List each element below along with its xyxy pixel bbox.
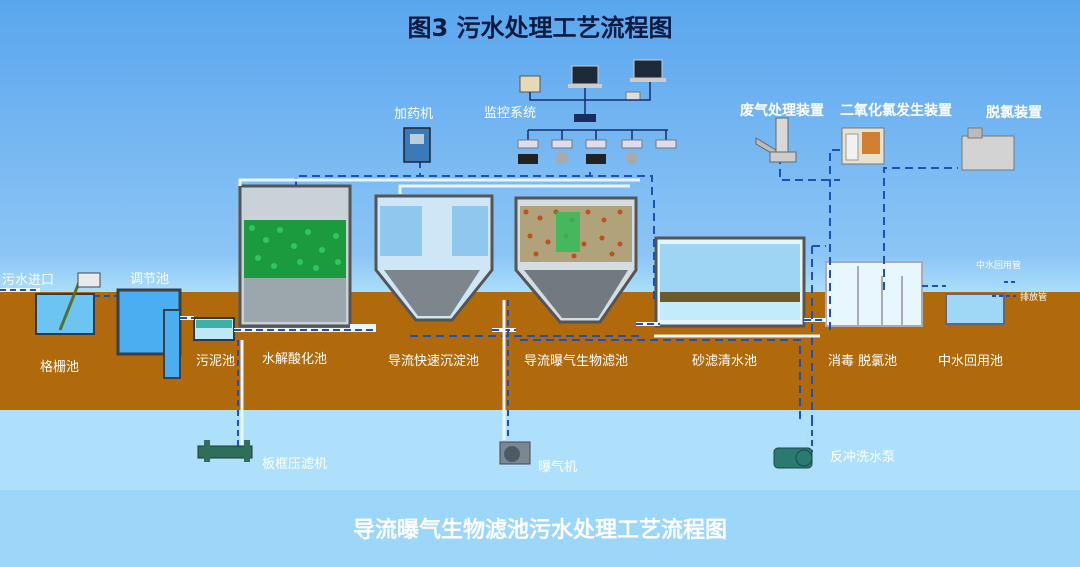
label-dechlorination: 脱氯装置: [986, 105, 1042, 121]
sand-filter-tank: [654, 236, 806, 328]
dechlorination-device: [961, 127, 1015, 171]
label-sedimentation-tank: 导流快速沉淀池: [388, 354, 480, 369]
label-exhaust: 废气处理装置: [740, 103, 824, 119]
sedimentation-tank: [374, 194, 494, 322]
monitor-system: [517, 59, 677, 164]
page-title: 图3 污水处理工艺流程图: [407, 14, 673, 42]
label-baf-tank: 导流曝气生物滤池: [524, 354, 629, 369]
adjust-tank: [116, 288, 182, 379]
label-monitor: 监控系统: [484, 106, 537, 121]
light-pipes: [238, 178, 820, 338]
disinfect-tank: [825, 261, 923, 327]
hydrolysis-tank: [238, 184, 352, 328]
filter-press: [197, 440, 253, 462]
label-dosing: 加药机: [394, 107, 434, 122]
diagram-subtitle: 导流曝气生物滤池污水处理工艺流程图: [352, 518, 727, 543]
label-filter-press: 板框压滤机: [262, 457, 328, 472]
blower: [499, 441, 531, 465]
reuse-tank: [945, 293, 1005, 325]
baf-tank: [514, 196, 638, 324]
label-sludge-tank: 污泥池: [196, 354, 236, 369]
label-reuse-tank: 中水回用池: [938, 354, 1004, 369]
label-backwash-pump: 反冲洗水泵: [830, 450, 896, 465]
chlorine-generator: [841, 127, 885, 165]
label-adjust-tank: 调节池: [130, 272, 170, 287]
exhaust-device: [755, 117, 797, 163]
label-discharge-pipe: 排放管: [1020, 293, 1048, 303]
screen-tank: [35, 272, 101, 335]
label-disinfect-tank: 消毒 脱氯池: [828, 354, 898, 369]
underground-links: [237, 300, 813, 452]
backwash-pump: [773, 447, 813, 469]
label-reuse-pipe: 中水回用管: [976, 261, 1022, 271]
label-chlorine-generator: 二氧化氯发生装置: [840, 103, 952, 119]
sludge-tank: [193, 317, 235, 341]
label-sand-filter: 砂滤清水池: [692, 354, 758, 369]
label-hydrolysis-tank: 水解酸化池: [262, 352, 328, 367]
label-screen-tank: 格栅池: [40, 360, 80, 375]
label-blower: 曝气机: [538, 460, 578, 475]
label-inlet: 污水进口: [2, 273, 55, 288]
dosing-machine: [403, 127, 431, 163]
